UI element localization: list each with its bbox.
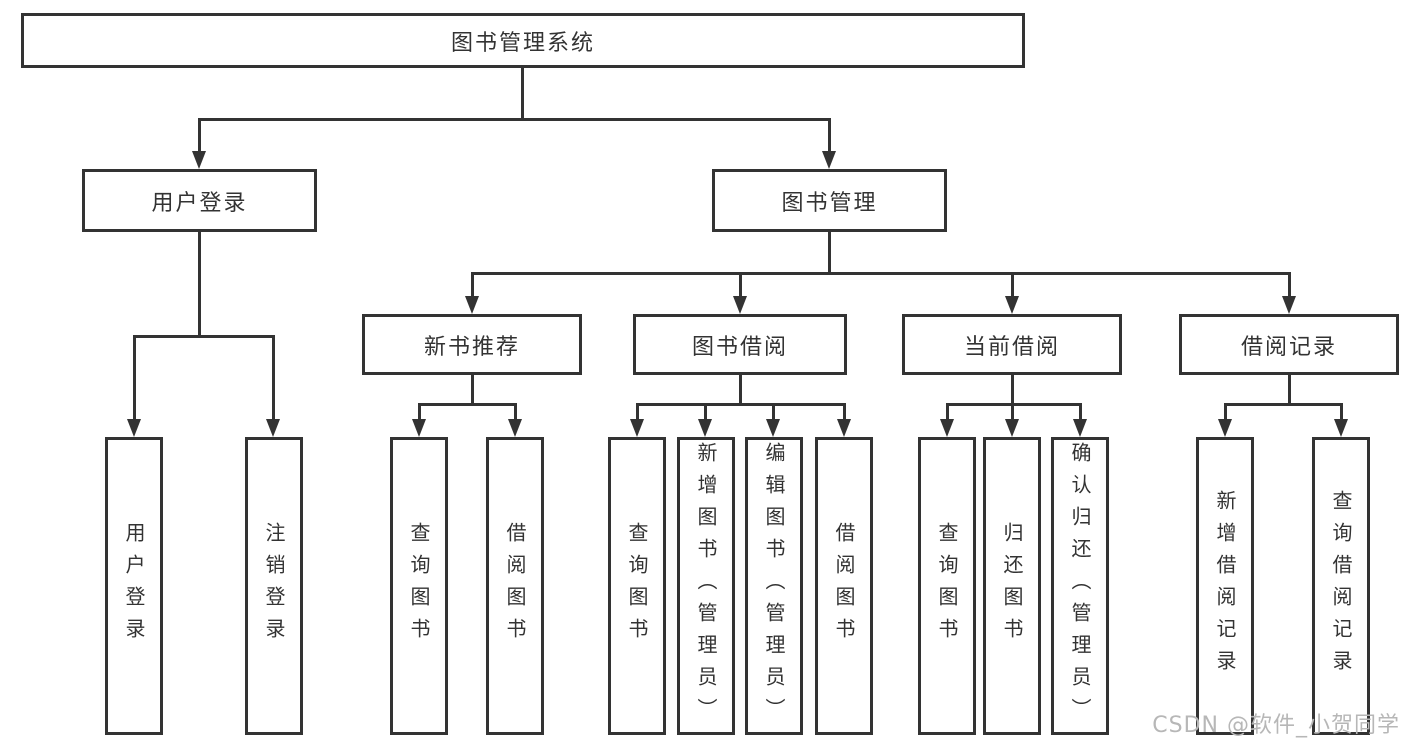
connector-line: [418, 403, 421, 420]
connector-line: [946, 403, 1082, 406]
connector-line: [471, 272, 1290, 275]
node-library-management-system: 图书管理系统: [21, 13, 1025, 68]
node-edit-books-admin: 编辑图书（管理员）: [745, 437, 803, 735]
node-label: 新书推荐: [423, 334, 520, 360]
connector-line: [828, 118, 831, 152]
connector-arrow-down: [465, 296, 479, 314]
connector-line: [1224, 403, 1227, 420]
node-user-login-action: 用户登录: [105, 437, 163, 735]
connector-line: [1340, 403, 1343, 420]
connector-line: [1011, 403, 1014, 420]
connector-arrow-down: [508, 419, 522, 437]
node-label: 新增图书（管理员）: [694, 442, 718, 730]
connector-arrow-down: [412, 419, 426, 437]
connector-line: [704, 403, 707, 420]
node-label: 查询图书: [625, 522, 649, 650]
connector-line: [1079, 403, 1082, 420]
connector-line: [471, 272, 474, 297]
connector-arrow-down: [1218, 419, 1232, 437]
node-add-books-admin: 新增图书（管理员）: [677, 437, 735, 735]
node-new-book-recommendation: 新书推荐: [362, 314, 582, 375]
node-label: 新增借阅记录: [1213, 490, 1237, 682]
node-borrow-books-recommendation: 借阅图书: [486, 437, 544, 735]
node-label: 图书借阅: [691, 334, 788, 360]
connector-line: [198, 118, 831, 121]
node-label: 归还图书: [1000, 522, 1024, 650]
node-label: 当前借阅: [963, 334, 1060, 360]
connector-line: [739, 272, 742, 297]
node-borrowing-records: 借阅记录: [1179, 314, 1399, 375]
node-query-books-borrowing: 查询图书: [608, 437, 666, 735]
node-label: 查询借阅记录: [1329, 490, 1353, 682]
connector-arrow-down: [1005, 419, 1019, 437]
node-label: 图书管理: [781, 190, 878, 216]
connector-line: [1224, 403, 1343, 406]
node-label: 借阅记录: [1240, 334, 1337, 360]
node-return-books: 归还图书: [983, 437, 1041, 735]
node-label: 用户登录: [122, 522, 146, 650]
connector-arrow-down: [822, 151, 836, 169]
connector-line: [843, 403, 846, 420]
connector-arrow-down: [127, 419, 141, 437]
connector-arrow-down: [698, 419, 712, 437]
node-user-login: 用户登录: [82, 169, 317, 232]
node-label: 确认归还（管理员）: [1068, 442, 1092, 730]
connector-line: [636, 403, 639, 420]
watermark: CSDN @软件_小贺同学: [1152, 713, 1400, 738]
connector-arrow-down: [1073, 419, 1087, 437]
connector-line: [1011, 375, 1014, 403]
node-query-borrow-record: 查询借阅记录: [1312, 437, 1370, 735]
connector-line: [1288, 375, 1291, 403]
node-book-borrowing: 图书借阅: [633, 314, 847, 375]
connector-arrow-down: [192, 151, 206, 169]
connector-line: [1288, 272, 1291, 297]
connector-line: [521, 68, 524, 118]
connector-line: [828, 232, 831, 272]
connector-line: [1011, 272, 1014, 297]
connector-line: [198, 232, 201, 335]
node-current-borrowing: 当前借阅: [902, 314, 1122, 375]
connector-arrow-down: [837, 419, 851, 437]
connector-arrow-down: [630, 419, 644, 437]
node-add-borrow-record: 新增借阅记录: [1196, 437, 1254, 735]
connector-arrow-down: [1282, 296, 1296, 314]
connector-arrow-down: [266, 419, 280, 437]
node-borrow-books-borrowing: 借阅图书: [815, 437, 873, 735]
connector-line: [636, 403, 846, 406]
node-label: 借阅图书: [503, 522, 527, 650]
connector-line: [133, 335, 275, 338]
node-label: 图书管理系统: [450, 30, 595, 56]
node-query-books-current: 查询图书: [918, 437, 976, 735]
node-confirm-return-admin: 确认归还（管理员）: [1051, 437, 1109, 735]
connector-line: [198, 118, 201, 152]
connector-line: [946, 403, 949, 420]
connector-arrow-down: [766, 419, 780, 437]
connector-arrow-down: [1334, 419, 1348, 437]
connector-arrow-down: [733, 296, 747, 314]
connector-line: [514, 403, 517, 420]
node-label: 借阅图书: [832, 522, 856, 650]
node-label: 用户登录: [151, 190, 248, 216]
connector-line: [739, 375, 742, 403]
connector-arrow-down: [1005, 296, 1019, 314]
node-label: 编辑图书（管理员）: [762, 442, 786, 730]
node-query-books-recommendation: 查询图书: [390, 437, 448, 735]
node-label: 查询图书: [935, 522, 959, 650]
node-label: 注销登录: [262, 522, 286, 650]
connector-line: [272, 335, 275, 420]
connector-arrow-down: [940, 419, 954, 437]
connector-line: [772, 403, 775, 420]
node-logout: 注销登录: [245, 437, 303, 735]
connector-line: [471, 375, 474, 403]
connector-line: [418, 403, 517, 406]
node-book-management: 图书管理: [712, 169, 947, 232]
node-label: 查询图书: [407, 522, 431, 650]
connector-line: [133, 335, 136, 420]
